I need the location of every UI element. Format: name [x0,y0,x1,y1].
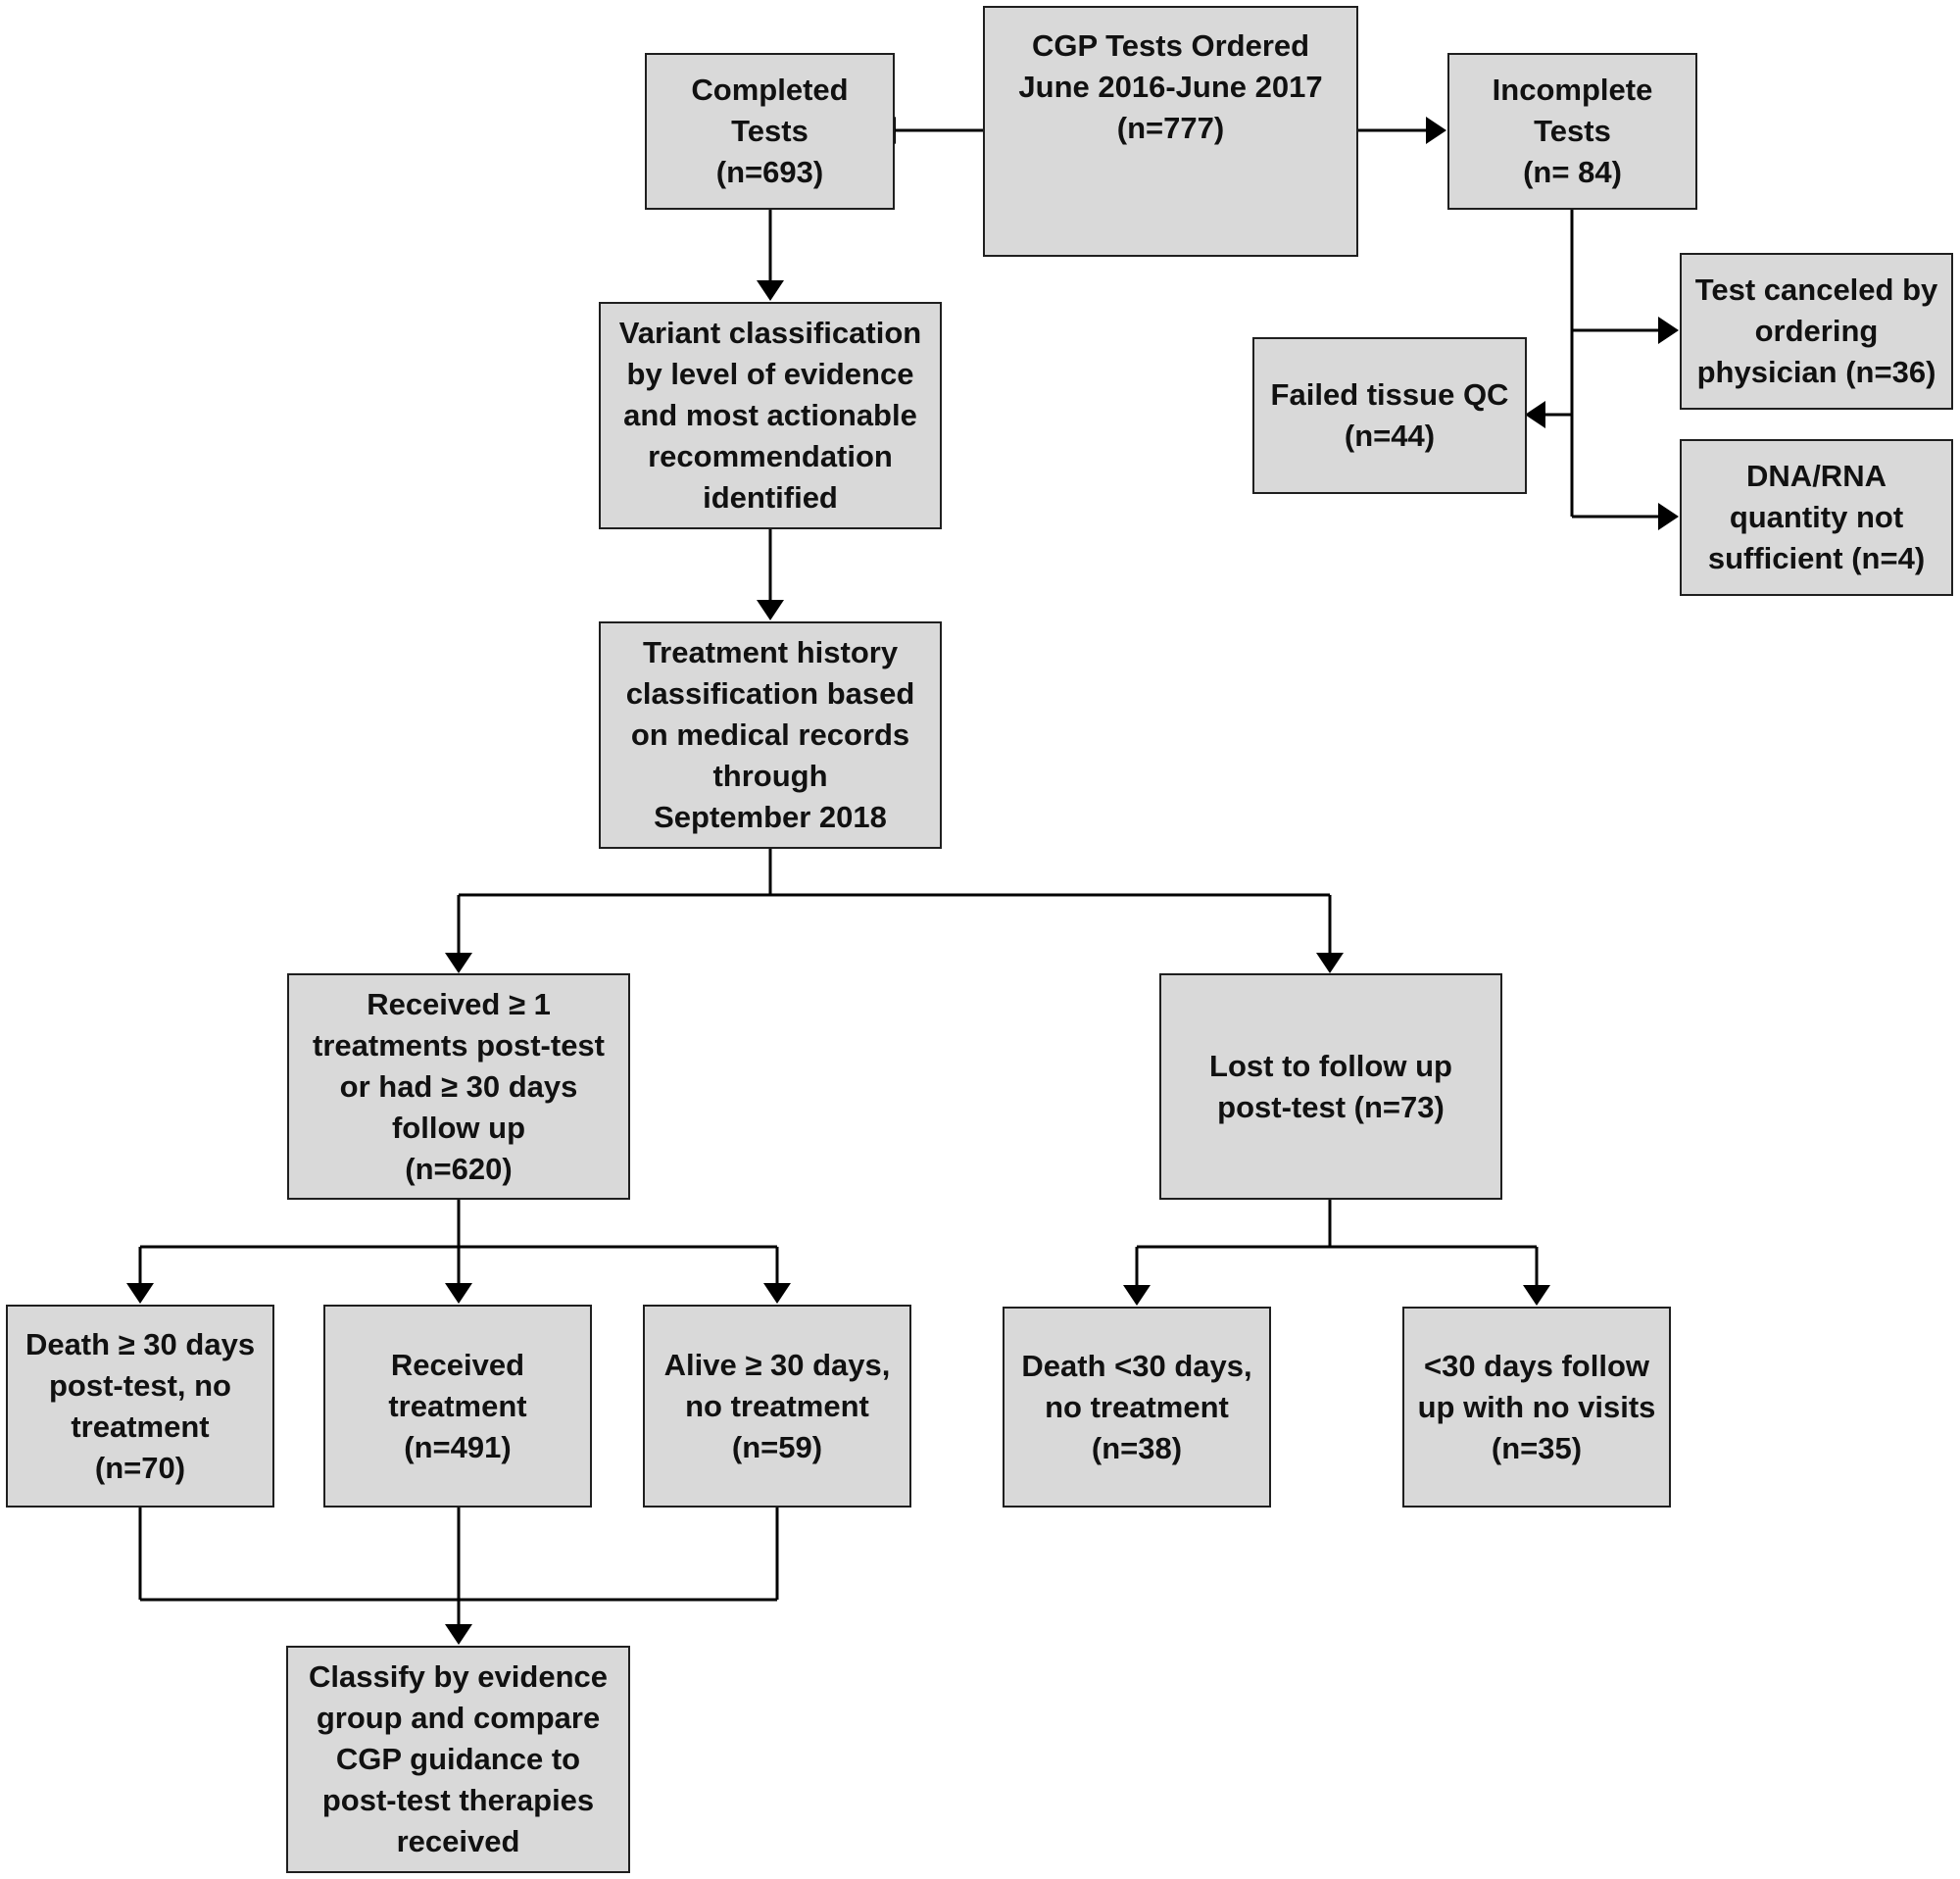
node-received-treatment: Received treatment (n=491) [323,1305,592,1508]
node-failed-tissue-qc-label: Failed tissue QC (n=44) [1270,377,1509,453]
node-alive-30-days-label: Alive ≥ 30 days, no treatment (n=59) [663,1347,891,1464]
arrowhead-treatment-history [757,600,784,620]
node-classify-evidence-label: Classify by evidence group and compare C… [309,1659,608,1858]
node-incomplete-tests-label: Incomplete Tests (n= 84) [1492,73,1653,189]
node-death-30-days-label: Death ≥ 30 days post-test, no treatment … [24,1326,256,1485]
arrowhead-dna-rna [1658,503,1679,530]
node-test-canceled-label: Test canceled by ordering physician (n=3… [1694,272,1938,389]
arrowhead-failed-qc [1525,401,1545,428]
arrowhead-received-followup [445,953,472,973]
arrowhead-alive-30 [763,1283,791,1304]
node-lost-to-follow-up: Lost to follow up post-test (n=73) [1159,973,1502,1200]
node-treatment-history-label: Treatment history classification based o… [625,635,915,834]
arrowhead-canceled [1658,317,1679,344]
node-lt-30-days-followup: <30 days follow up with no visits (n=35) [1402,1307,1671,1508]
arrowhead-death-30 [126,1283,154,1304]
node-completed-tests-label: Completed Tests (n=693) [691,73,849,189]
node-cgp-tests-ordered: CGP Tests Ordered June 2016-June 2017 (n… [983,6,1358,257]
node-death-lt-30-days: Death <30 days, no treatment (n=38) [1003,1307,1271,1508]
node-alive-30-days: Alive ≥ 30 days, no treatment (n=59) [643,1305,911,1508]
node-incomplete-tests: Incomplete Tests (n= 84) [1447,53,1697,210]
node-completed-tests: Completed Tests (n=693) [645,53,895,210]
node-dna-rna-insufficient-label: DNA/RNA quantity not sufficient (n=4) [1707,459,1926,575]
arrowhead-incomplete [1426,117,1446,144]
node-lost-to-follow-up-label: Lost to follow up post-test (n=73) [1209,1048,1452,1124]
node-death-lt-30-days-label: Death <30 days, no treatment (n=38) [1021,1348,1252,1465]
arrowhead-lt30-followup [1523,1285,1550,1306]
node-variant-classification-label: Variant classification by level of evide… [618,316,922,515]
node-received-treatment-label: Received treatment (n=491) [388,1347,527,1464]
node-cgp-tests-ordered-label: CGP Tests Ordered June 2016-June 2017 (n… [1018,28,1323,145]
arrowhead-received-treatment [445,1283,472,1304]
node-dna-rna-insufficient: DNA/RNA quantity not sufficient (n=4) [1680,439,1953,596]
node-treatment-history: Treatment history classification based o… [599,621,942,849]
node-lt-30-days-followup-label: <30 days follow up with no visits (n=35) [1417,1348,1656,1465]
arrowhead-classify [445,1624,472,1645]
arrowhead-lost [1316,953,1344,973]
arrowhead-death-lt30 [1123,1285,1151,1306]
node-received-or-followup-label: Received ≥ 1 treatments post-test or had… [313,986,605,1186]
node-received-or-followup: Received ≥ 1 treatments post-test or had… [287,973,630,1200]
node-failed-tissue-qc: Failed tissue QC (n=44) [1252,337,1527,494]
arrowhead-variant [757,280,784,301]
node-test-canceled: Test canceled by ordering physician (n=3… [1680,253,1953,410]
node-variant-classification: Variant classification by level of evide… [599,302,942,529]
node-death-30-days: Death ≥ 30 days post-test, no treatment … [6,1305,274,1508]
node-classify-evidence: Classify by evidence group and compare C… [286,1646,630,1873]
